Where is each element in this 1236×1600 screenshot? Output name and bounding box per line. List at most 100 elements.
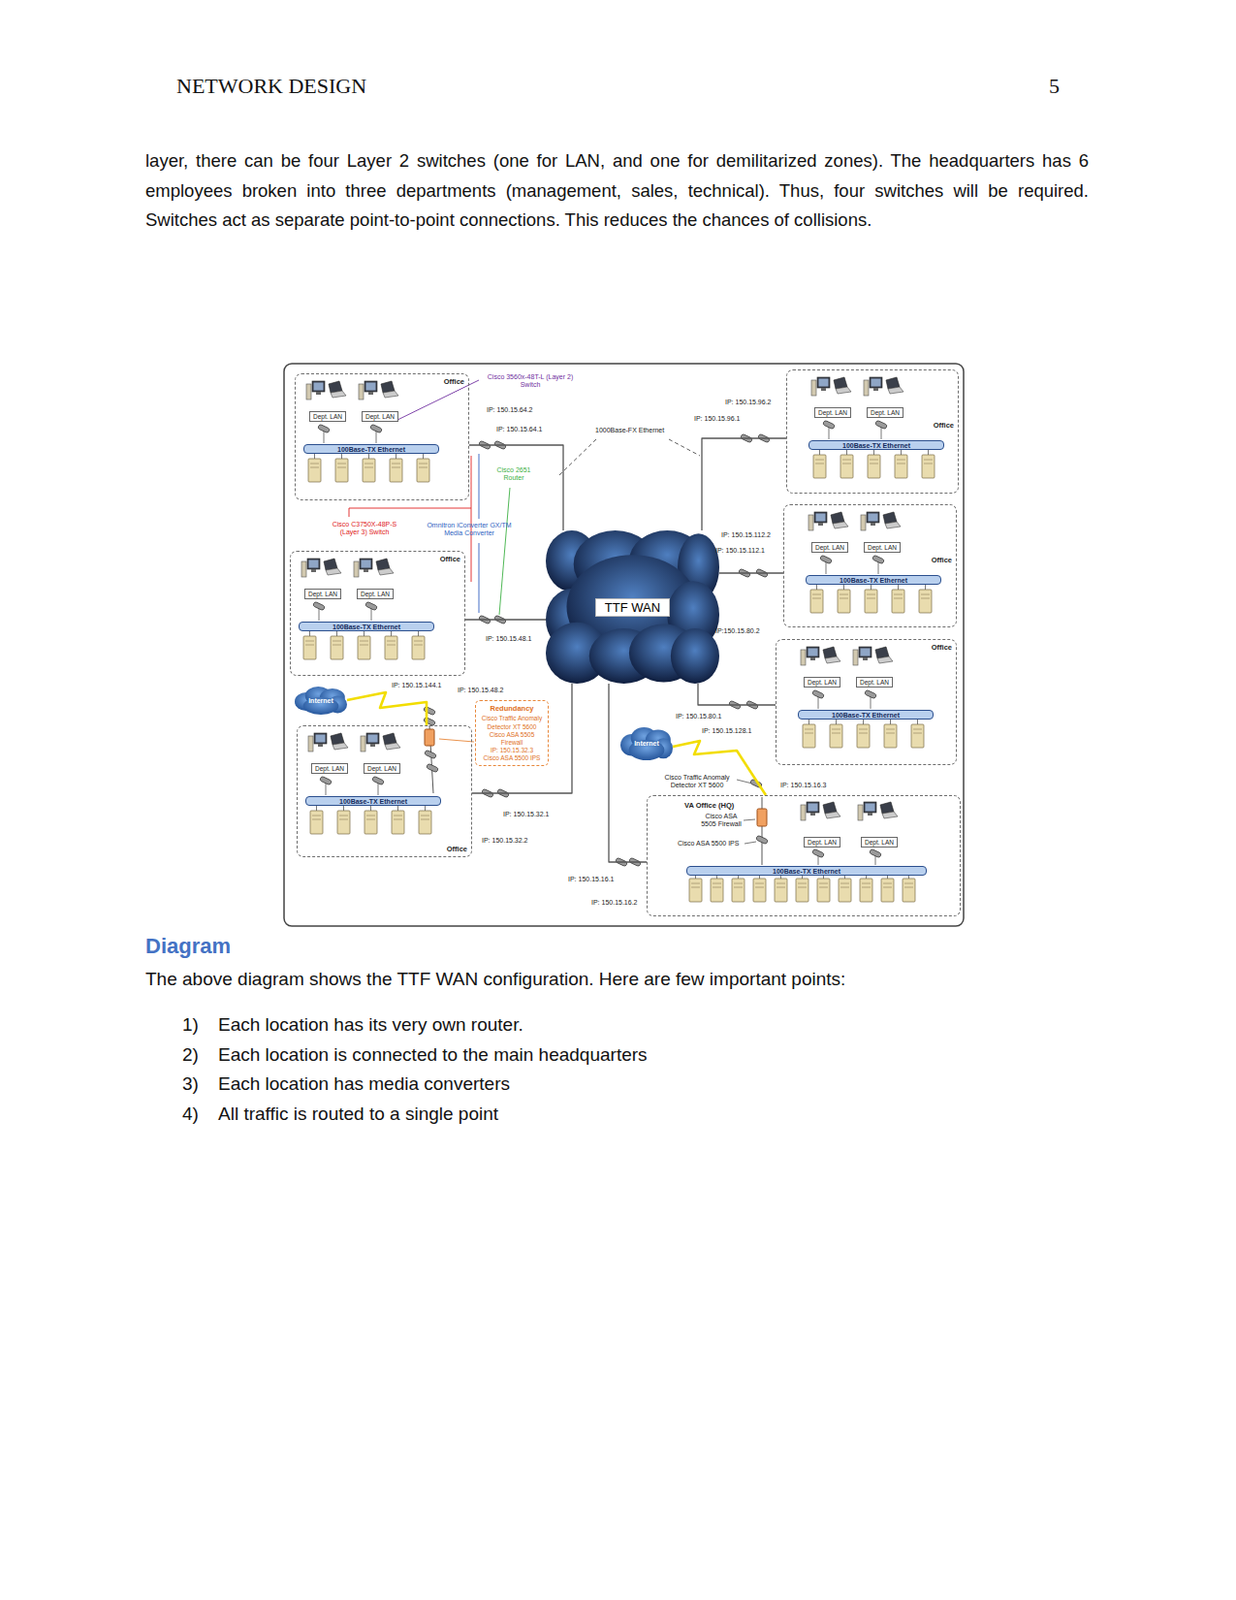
device-label: Cisco ASA 5500 IPS xyxy=(478,754,545,762)
server-detail xyxy=(339,815,349,817)
server-detail xyxy=(896,459,906,461)
monitor xyxy=(863,801,877,813)
dept-lan-tag: Dept. LAN xyxy=(309,411,347,422)
server-detail xyxy=(312,815,321,817)
server-detail xyxy=(812,594,822,596)
screen xyxy=(860,648,871,657)
server-detail xyxy=(332,640,342,642)
router-icon xyxy=(812,689,825,699)
ip-label: IP: 150.15.16.2 xyxy=(591,898,637,907)
figure-frame xyxy=(284,363,964,926)
laptop-base xyxy=(877,656,893,664)
ethernet-bus: 100Base-TX Ethernet xyxy=(805,574,942,585)
server-icon xyxy=(689,878,702,902)
list-item: Each location is connected to the main h… xyxy=(218,1044,648,1066)
monitor-stand xyxy=(821,387,826,391)
server-icon xyxy=(710,878,724,902)
server-detail xyxy=(858,728,868,730)
dept-lan-tag: Dept. LAN xyxy=(866,407,904,418)
pc-tower xyxy=(306,383,312,400)
router-icon xyxy=(365,601,379,611)
server-detail xyxy=(839,594,849,596)
section-heading: Diagram xyxy=(145,933,231,958)
server-detail xyxy=(923,459,933,461)
server-icon xyxy=(867,454,881,478)
monitor-stand xyxy=(810,657,816,661)
server-detail xyxy=(831,728,841,730)
server-detail xyxy=(920,594,930,596)
server-icon xyxy=(418,810,432,834)
server-icon xyxy=(891,589,905,613)
redundancy-box: RedundancyCisco Traffic Anomaly Detector… xyxy=(475,699,549,766)
server-icon xyxy=(884,724,897,748)
dept-lan-tag: Dept. LAN xyxy=(860,836,898,848)
server-detail xyxy=(886,728,895,730)
server-detail xyxy=(840,887,850,888)
server-detail xyxy=(712,883,722,885)
laptop-base xyxy=(824,811,841,819)
wan-link xyxy=(608,683,647,862)
pc-tower xyxy=(808,514,814,531)
server-detail xyxy=(840,883,850,885)
router-icon xyxy=(426,762,440,773)
device-label: Cisco C3750X-48P-S (Layer 3) Switch xyxy=(323,520,406,537)
server-detail xyxy=(366,815,376,817)
list-number: 2) xyxy=(182,1044,199,1066)
laptop-base xyxy=(382,390,399,398)
server-icon xyxy=(391,810,405,834)
server-detail xyxy=(755,887,764,888)
server-detail xyxy=(337,463,347,465)
server-detail xyxy=(839,598,849,600)
device-label: Cisco ASA 5500 IPS xyxy=(677,839,739,848)
firewall-icon xyxy=(424,728,435,746)
server-detail xyxy=(869,459,879,461)
node-label: Dept. LAN xyxy=(365,412,395,420)
monitor xyxy=(869,377,883,388)
pc-tower xyxy=(360,735,366,752)
server-detail xyxy=(312,819,321,821)
list-number: 1) xyxy=(182,1014,199,1036)
screen xyxy=(309,560,319,569)
monitor-stand xyxy=(317,743,323,747)
server-detail xyxy=(391,463,401,465)
server-detail xyxy=(305,644,315,646)
server-icon xyxy=(902,878,916,902)
dept-lan-tag: Dept. LAN xyxy=(803,676,841,688)
link-line xyxy=(761,796,763,865)
node-label: 100Base-TX Ethernet xyxy=(339,797,408,805)
server-detail xyxy=(755,883,764,885)
screen xyxy=(808,648,819,657)
monitor xyxy=(359,558,373,570)
dept-lan-tag: Dept. LAN xyxy=(311,762,349,774)
router-icon xyxy=(319,775,333,786)
server-detail xyxy=(776,887,786,888)
server-icon xyxy=(881,878,894,902)
ip-label: IP: 150.15.96.1 xyxy=(694,414,740,423)
server-icon xyxy=(412,635,425,660)
wan-link xyxy=(701,438,787,531)
zone-title: Office xyxy=(931,642,952,652)
ip-label: IP: 150.15.128.1 xyxy=(701,727,752,735)
server-icon xyxy=(335,458,349,482)
ip-label: IP: 150.15.48.1 xyxy=(485,634,532,643)
zone-title: Office xyxy=(931,555,952,565)
server-detail xyxy=(418,467,428,469)
node-label: 100Base-TX Ethernet xyxy=(332,623,401,631)
monitor xyxy=(806,801,820,813)
ip-label: IP: 150.15.16.3 xyxy=(780,781,826,790)
laptop-base xyxy=(824,656,841,664)
laptop-base xyxy=(882,811,898,819)
monitor xyxy=(817,377,830,388)
pc-tower xyxy=(853,649,858,666)
server-icon xyxy=(753,878,766,902)
server-detail xyxy=(691,883,700,885)
server-detail xyxy=(420,815,430,817)
leader-line xyxy=(499,487,510,615)
caption-text: The above diagram shows the TTF WAN conf… xyxy=(145,968,846,990)
server-icon xyxy=(774,878,788,902)
server-icon xyxy=(837,589,851,613)
monitor-stand xyxy=(370,743,376,747)
node-label: Dept. LAN xyxy=(818,409,848,416)
leader-line xyxy=(395,380,479,421)
